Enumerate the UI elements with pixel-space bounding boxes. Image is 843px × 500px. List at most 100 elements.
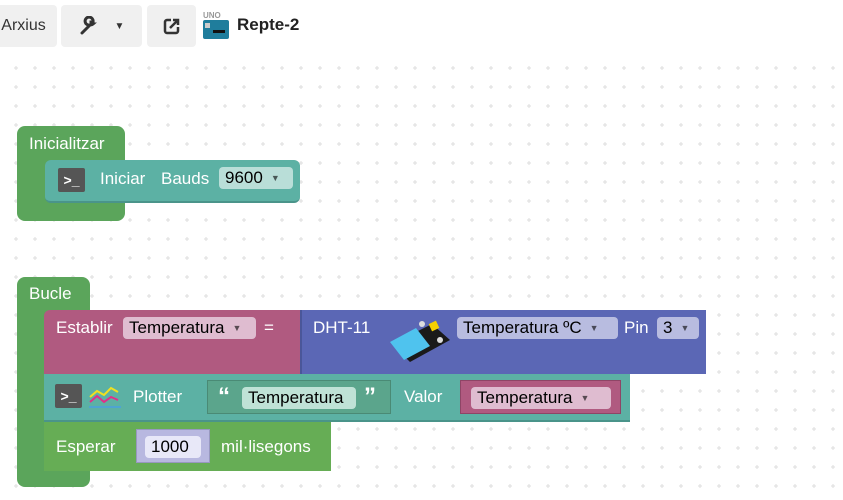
text-block[interactable]: “ Temperatura ” [207,380,391,414]
grid-mark [774,389,778,393]
grid-mark [261,218,265,222]
plotter-block[interactable]: >_ Plotter “ Temperatura ” Valor Tempera… [44,374,630,422]
grid-mark [660,218,664,222]
grid-mark [831,408,835,412]
grid-mark [432,180,436,184]
grid-mark [204,218,208,222]
grid-mark [242,275,246,279]
grid-mark [622,294,626,298]
tools-menu-button[interactable]: ▼ [61,5,142,47]
grid-mark [679,161,683,165]
grid-mark [584,218,588,222]
grid-mark [812,465,816,469]
grid-mark [641,180,645,184]
grid-mark [394,66,398,70]
dht11-sensor-block[interactable]: DHT-11 Temperatura ºC▼ Pin 3▼ [300,310,706,374]
grid-mark [280,218,284,222]
grid-mark [793,446,797,450]
grid-mark [755,446,759,450]
grid-mark [736,85,740,89]
grid-mark [774,123,778,127]
grid-mark [603,237,607,241]
grid-mark [223,85,227,89]
grid-mark [280,294,284,298]
grid-mark [33,85,37,89]
grid-mark [812,446,816,450]
grid-mark [584,427,588,431]
grid-mark [584,123,588,127]
serial-begin-block[interactable]: >_ Iniciar Bauds 9600▼ [45,160,300,203]
grid-mark [527,161,531,165]
grid-mark [432,446,436,450]
grid-mark [337,237,341,241]
grid-mark [337,161,341,165]
plot-name-input[interactable]: Temperatura [242,387,356,409]
grid-mark [603,446,607,450]
grid-mark [679,275,683,279]
number-block[interactable]: 1000 [136,429,210,463]
grid-mark [565,180,569,184]
grid-mark [584,199,588,203]
grid-mark [565,123,569,127]
close-quote-icon: ” [364,383,376,410]
grid-mark [356,427,360,431]
grid-mark [318,180,322,184]
grid-mark [755,427,759,431]
grid-mark [242,484,246,488]
grid-mark [831,294,835,298]
variable-dropdown[interactable]: Temperatura▼ [123,317,256,339]
grid-mark [432,123,436,127]
grid-mark [584,161,588,165]
grid-mark [508,484,512,488]
grid-mark [299,199,303,203]
grid-mark [717,66,721,70]
grid-mark [793,237,797,241]
grid-mark [147,123,151,127]
grid-mark [14,218,18,222]
pin-dropdown[interactable]: 3▼ [657,317,699,339]
grid-mark [413,66,417,70]
wait-block[interactable]: Esperar 1000 mil·lisegons [44,422,331,471]
grid-mark [451,465,455,469]
dht11-measure-dropdown[interactable]: Temperatura ºC▼ [457,317,618,339]
grid-mark [774,484,778,488]
archive-button[interactable]: Arxius [0,5,57,47]
grid-mark [261,104,265,108]
grid-mark [185,104,189,108]
wait-duration-input[interactable]: 1000 [145,436,201,458]
grid-mark [679,427,683,431]
grid-mark [736,199,740,203]
grid-mark [546,294,550,298]
share-button[interactable] [147,5,196,47]
grid-mark [546,256,550,260]
grid-mark [489,465,493,469]
grid-mark [166,484,170,488]
grid-mark [489,275,493,279]
grid-mark [698,389,702,393]
grid-mark [793,256,797,260]
grid-mark [185,275,189,279]
grid-mark [736,218,740,222]
grid-mark [660,180,664,184]
grid-mark [717,484,721,488]
grid-mark [717,446,721,450]
grid-mark [698,218,702,222]
grid-mark [261,66,265,70]
grid-mark [432,275,436,279]
grid-mark [109,484,113,488]
grid-mark [508,180,512,184]
set-variable-block[interactable]: Establir Temperatura▼ = [44,310,301,374]
grid-mark [337,142,341,146]
plot-value-dropdown[interactable]: Temperatura▼ [471,387,611,409]
grid-mark [185,218,189,222]
grid-mark [128,123,132,127]
grid-mark [679,389,683,393]
grid-mark [204,142,208,146]
grid-mark [812,389,816,393]
grid-mark [356,161,360,165]
grid-mark [679,237,683,241]
grid-mark [831,313,835,317]
grid-mark [508,123,512,127]
variable-get-block[interactable]: Temperatura▼ [460,380,621,414]
bauds-dropdown[interactable]: 9600▼ [219,167,293,189]
